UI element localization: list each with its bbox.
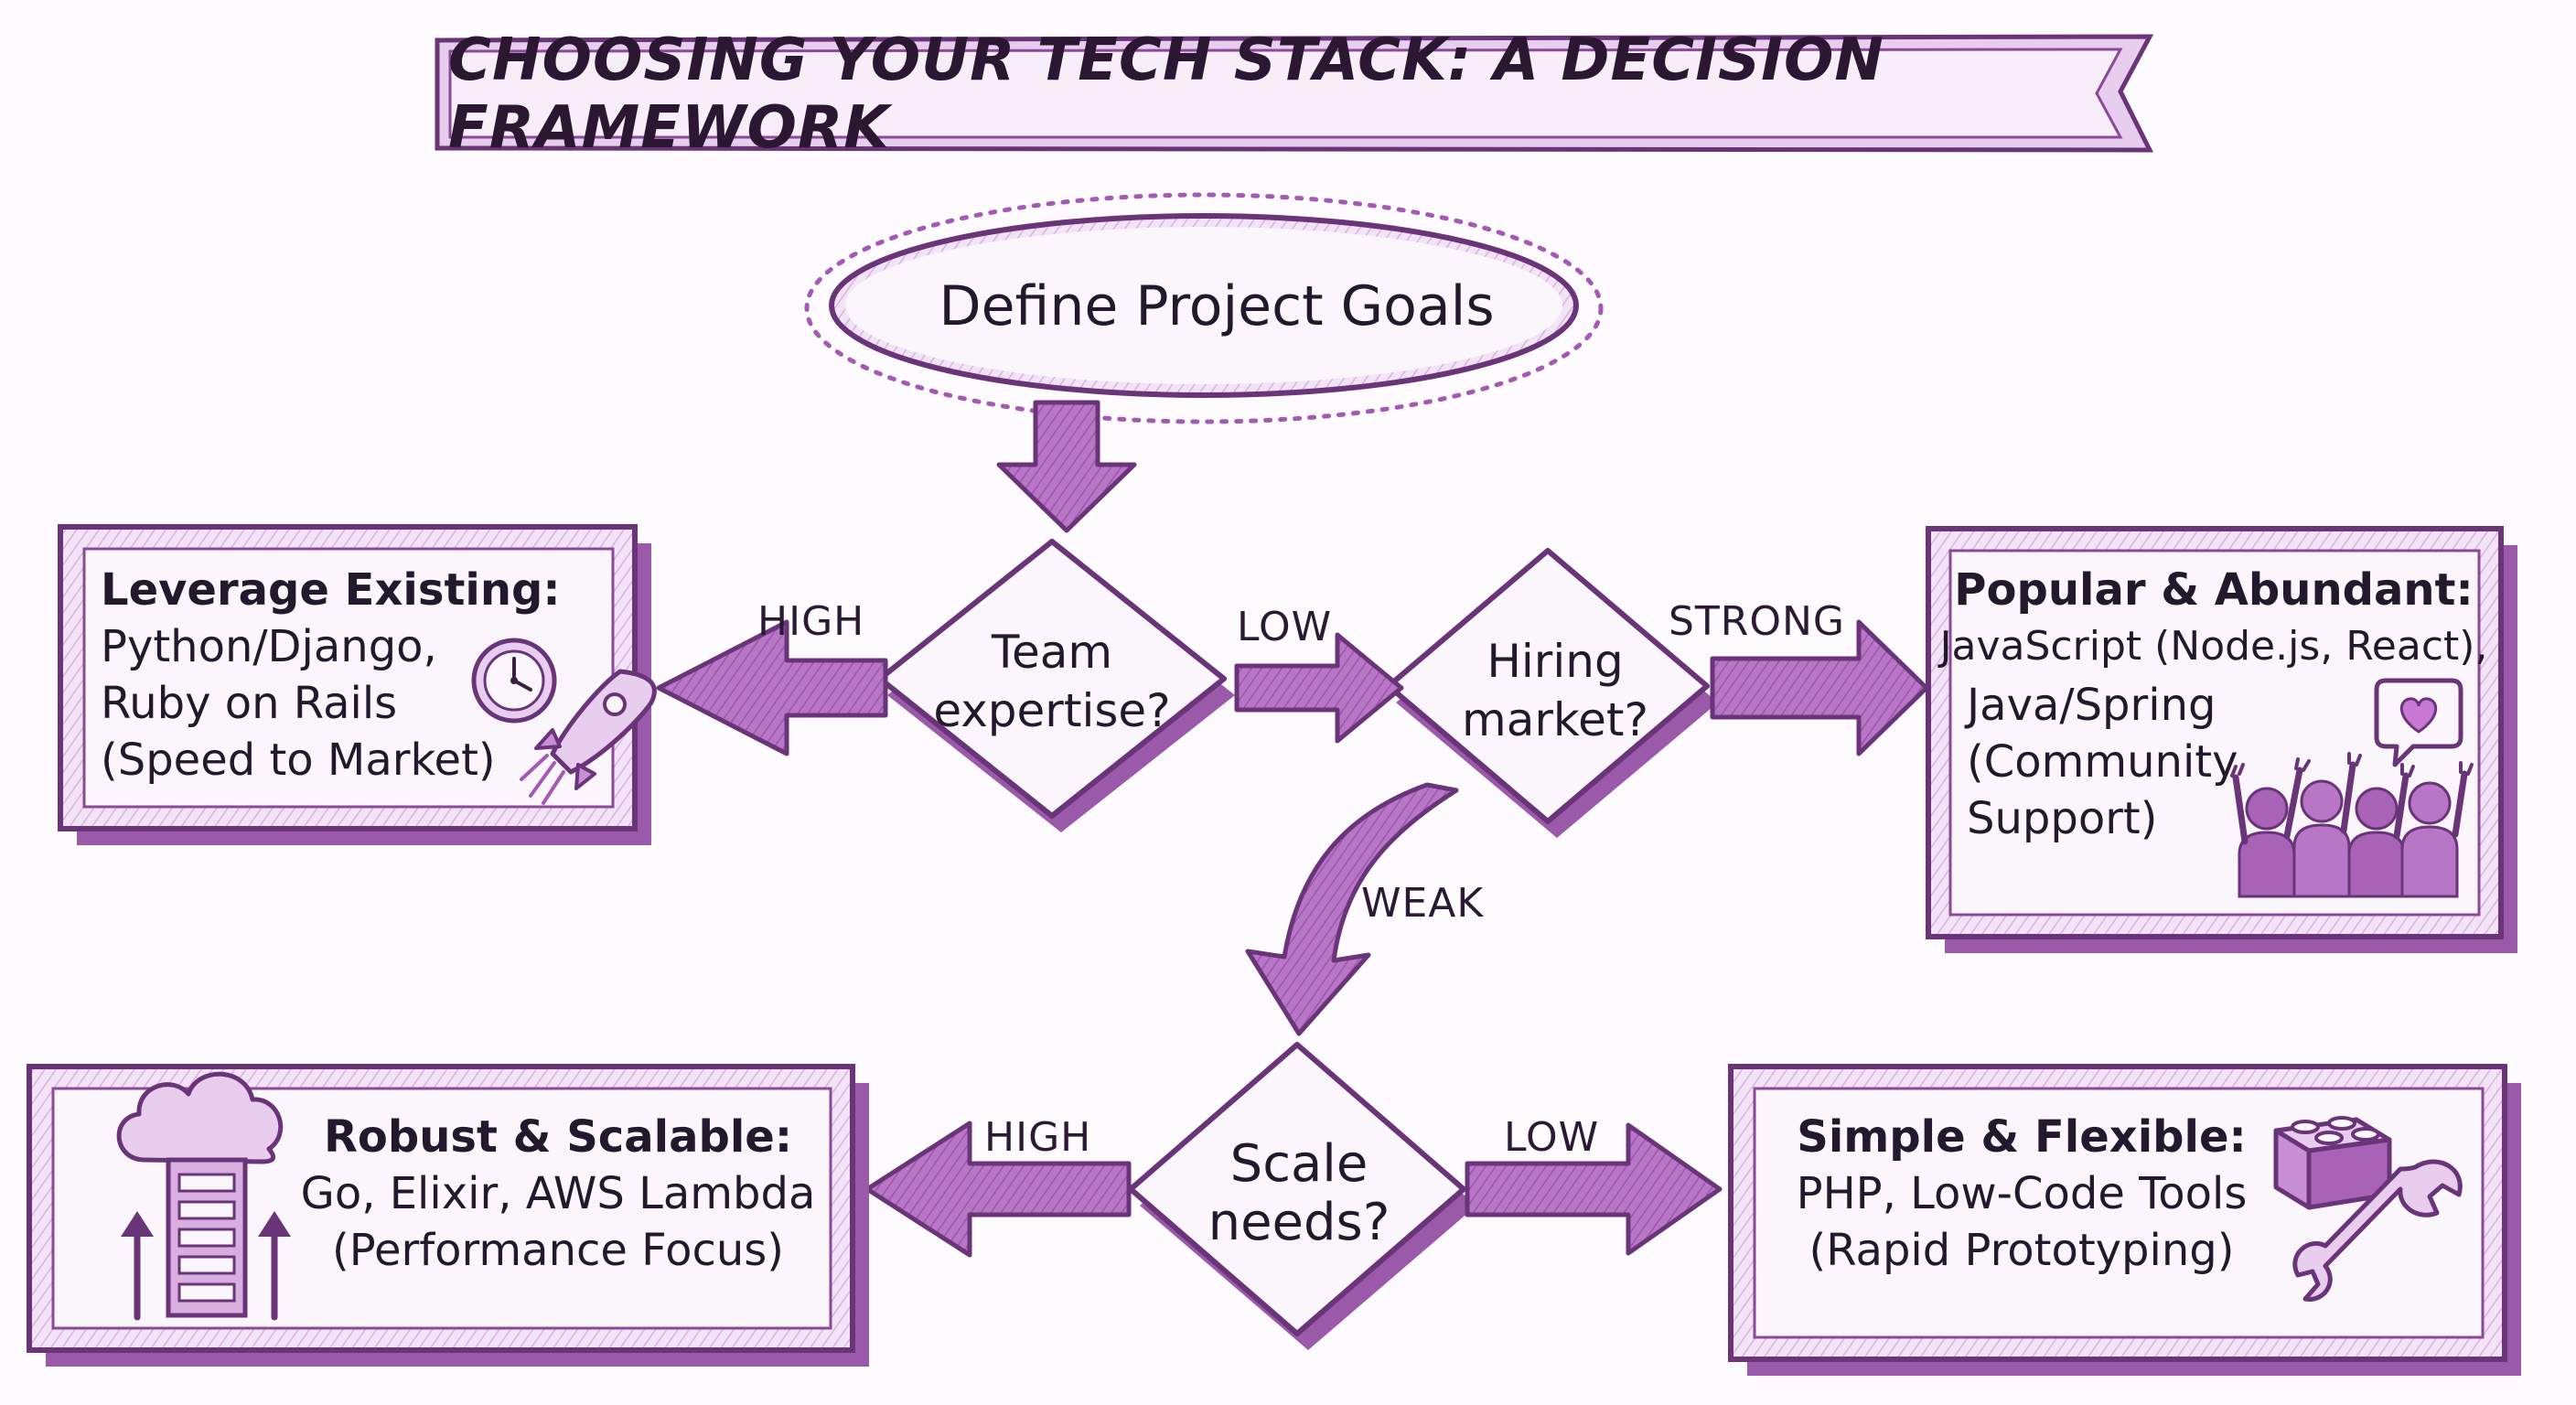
arrow-team-low xyxy=(1234,632,1404,744)
rocket-icon xyxy=(520,669,657,805)
outcome-line: JavaScript (Node.js, React), xyxy=(1939,623,2488,670)
edge-label-scale-high: HIGH xyxy=(984,1114,1092,1161)
outcome-heading: Leverage Existing: xyxy=(101,564,561,616)
outcome-popular-abundant: Popular & Abundant: JavaScript (Node.js,… xyxy=(1940,562,2488,675)
decision-team-expertise: Team expertise? xyxy=(915,613,1189,750)
outcome-line: Support) xyxy=(1967,793,2158,844)
outcome-line: Java/Spring xyxy=(1967,680,2216,731)
crowd-icon xyxy=(2230,752,2474,898)
edge-label-team-high: HIGH xyxy=(757,598,865,645)
outcome-popular-abundant-details: Java/Spring (Community Support) xyxy=(1967,677,2241,847)
start-node-label: Define Project Goals xyxy=(939,274,1495,338)
start-node-shape xyxy=(804,192,1604,424)
outcome-line: (Rapid Prototyping) xyxy=(1809,1225,2235,1276)
arrow-hiring-weak xyxy=(1245,782,1459,1036)
decision-line: expertise? xyxy=(933,684,1171,737)
decision-scale-needs: Scale needs? xyxy=(1171,1125,1427,1262)
outcome-line: Python/Django, xyxy=(101,621,437,672)
edge-label-team-low: LOW xyxy=(1237,604,1333,650)
arrow-scale-high xyxy=(864,1121,1132,1258)
edge-label-hiring-strong: STRONG xyxy=(1669,598,1846,645)
decision-line: Team xyxy=(991,626,1113,679)
diamond-scale-needs xyxy=(1128,1042,1476,1350)
building-block-icon xyxy=(2273,1116,2392,1210)
cloud-server-icon xyxy=(116,1071,291,1321)
edge-label-hiring-weak: WEAK xyxy=(1361,880,1485,927)
box-simple-flexible xyxy=(1728,1064,2521,1376)
outcome-line: (Community xyxy=(1967,736,2238,788)
outcome-heading: Popular & Abundant: xyxy=(1954,564,2474,616)
outcome-line: (Performance Focus) xyxy=(332,1225,784,1276)
outcome-robust-scalable: Robust & Scalable: Go, Elixir, AWS Lambd… xyxy=(300,1109,816,1279)
decision-hiring-market: Hiring market? xyxy=(1427,622,1683,759)
outcome-line: Go, Elixir, AWS Lambda xyxy=(300,1168,816,1219)
arrow-team-high xyxy=(656,619,888,756)
outcome-heading: Simple & Flexible: xyxy=(1797,1111,2247,1163)
arrow-scale-low xyxy=(1465,1122,1723,1256)
decision-line: Scale xyxy=(1229,1134,1368,1194)
outcome-line: PHP, Low-Code Tools xyxy=(1796,1168,2248,1219)
heart-speech-bubble-icon xyxy=(2374,678,2463,767)
outcome-line: (Speed to Market) xyxy=(101,735,496,786)
diamond-hiring-market xyxy=(1386,548,1718,838)
outcome-line: Ruby on Rails xyxy=(101,678,398,729)
wrench-icon xyxy=(2292,1159,2463,1302)
decision-line: needs? xyxy=(1208,1193,1390,1252)
clock-icon xyxy=(471,638,557,724)
outcome-leverage-existing: Leverage Existing: Python/Django, Ruby o… xyxy=(101,562,561,788)
decision-line: market? xyxy=(1462,693,1648,746)
diamond-team-expertise xyxy=(877,539,1235,832)
page-title: CHOOSING YOUR TECH STACK: A DECISION FRA… xyxy=(448,27,1884,162)
title-banner xyxy=(435,34,2154,153)
arrow-hiring-strong xyxy=(1710,619,1929,756)
decision-line: Hiring xyxy=(1487,635,1624,688)
arrow-start-to-team xyxy=(996,400,1137,533)
outcome-simple-flexible: Simple & Flexible: PHP, Low-Code Tools (… xyxy=(1775,1109,2269,1279)
outcome-heading: Robust & Scalable: xyxy=(323,1111,793,1163)
edge-label-scale-low: LOW xyxy=(1504,1114,1600,1161)
